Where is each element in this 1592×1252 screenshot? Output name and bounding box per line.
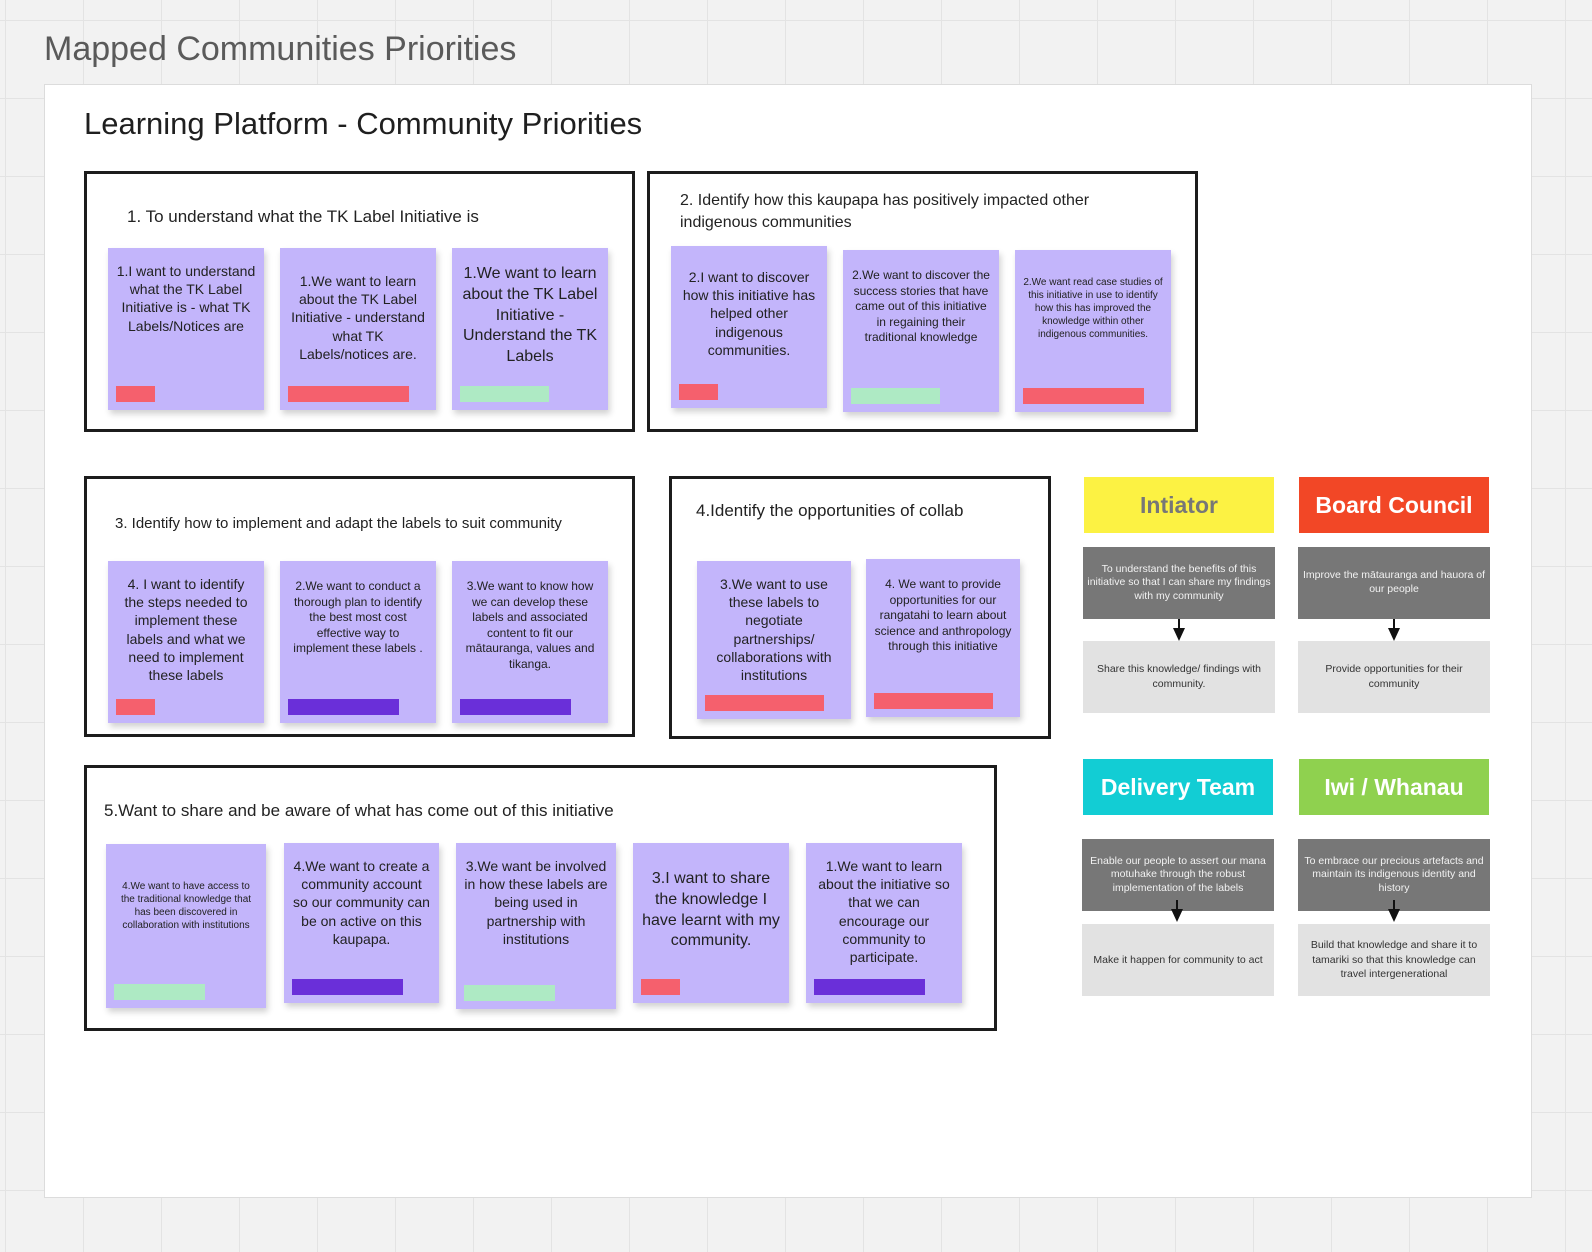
- note-text: 4.We want to create a community account …: [293, 858, 430, 947]
- frame-title: Learning Platform - Community Priorities: [84, 106, 643, 141]
- arrow-down-icon: [1171, 900, 1183, 922]
- note-text: 3.We want to use these labels to negotia…: [716, 576, 832, 683]
- note-text: 1.We want to learn about the initiative …: [818, 858, 950, 965]
- note-text: 3.We want to know how we can develop the…: [465, 579, 595, 671]
- note-text: 4. I want to identify the steps needed t…: [124, 576, 248, 683]
- priority-tag: [814, 979, 925, 995]
- priority-tag: [1023, 388, 1144, 404]
- note-text: 2.We want to conduct a thorough plan to …: [293, 579, 423, 656]
- sticky-note[interactable]: 3.I want to share the knowledge I have l…: [633, 843, 789, 1003]
- persona-initiator-action[interactable]: Share this knowledge/ findings with comm…: [1083, 641, 1275, 713]
- persona-initiator-header[interactable]: Intiator: [1084, 477, 1274, 533]
- sticky-note[interactable]: 3.We want to know how we can develop the…: [452, 561, 608, 723]
- note-text: 2.We want to discover the success storie…: [852, 268, 990, 345]
- persona-delivery-team-header[interactable]: Delivery Team: [1083, 759, 1273, 815]
- priority-tag: [288, 386, 409, 402]
- priority-tag: [641, 979, 680, 995]
- note-text: 2.We want read case studies of this init…: [1023, 277, 1163, 340]
- sticky-note[interactable]: 2.We want to conduct a thorough plan to …: [280, 561, 436, 723]
- sticky-note[interactable]: 1.We want to learn about the TK Label In…: [280, 248, 436, 410]
- sticky-note[interactable]: 4.We want to create a community account …: [284, 843, 439, 1003]
- note-text: 3.We want be involved in how these label…: [464, 858, 608, 947]
- persona-initiator-goal[interactable]: To understand the benefits of this initi…: [1083, 547, 1275, 619]
- sticky-note[interactable]: 1.We want to learn about the initiative …: [806, 843, 962, 1003]
- sticky-note[interactable]: 4.We want to have access to the traditio…: [106, 844, 266, 1008]
- priority-tag: [116, 386, 155, 402]
- note-text: 4. We want to provide opportunities for …: [874, 577, 1012, 654]
- note-text: 1.I want to understand what the TK Label…: [116, 263, 256, 334]
- priority-tag: [464, 985, 555, 1001]
- arrow-down-icon: [1388, 619, 1400, 641]
- board-title: Mapped Communities Priorities: [44, 30, 517, 68]
- sticky-note[interactable]: 4. We want to provide opportunities for …: [866, 559, 1020, 717]
- priority-tag: [292, 979, 403, 995]
- note-text: 4.We want to have access to the traditio…: [120, 881, 252, 931]
- persona-delivery-team-action[interactable]: Make it happen for community to act: [1082, 924, 1274, 996]
- sticky-note[interactable]: 2.We want read case studies of this init…: [1015, 250, 1171, 412]
- arrow-down-icon: [1388, 900, 1400, 922]
- section-title: 2. Identify how this kaupapa has positiv…: [680, 192, 1090, 231]
- persona-board-council-goal[interactable]: Improve the mātauranga and hauora of our…: [1298, 547, 1490, 619]
- sticky-note[interactable]: 1.I want to understand what the TK Label…: [108, 248, 264, 410]
- persona-iwi-whanau-action[interactable]: Build that knowledge and share it to tam…: [1298, 924, 1490, 996]
- priority-tag: [679, 384, 718, 400]
- note-text: 1.We want to learn about the TK Label In…: [291, 273, 425, 362]
- note-text: 3.I want to share the knowledge I have l…: [642, 870, 780, 950]
- sticky-note[interactable]: 4. I want to identify the steps needed t…: [108, 561, 264, 723]
- note-text: 1.We want to learn about the TK Label In…: [462, 265, 598, 366]
- section-title: 1. To understand what the TK Label Initi…: [127, 207, 479, 226]
- persona-board-council-header[interactable]: Board Council: [1299, 477, 1489, 533]
- arrow-down-icon: [1173, 619, 1185, 641]
- priority-tag: [288, 699, 399, 715]
- priority-tag: [116, 699, 155, 715]
- sticky-note[interactable]: 3.We want to use these labels to negotia…: [697, 561, 851, 719]
- persona-delivery-team-goal[interactable]: Enable our people to assert our mana mot…: [1082, 839, 1274, 911]
- sticky-note[interactable]: 2.We want to discover the success storie…: [843, 250, 999, 412]
- note-text: 2.I want to discover how this initiative…: [682, 269, 816, 358]
- section-title: 4.Identify the opportunities of collab: [696, 501, 964, 520]
- section-title: 5.Want to share and be aware of what has…: [104, 801, 614, 820]
- priority-tag: [114, 984, 205, 1000]
- priority-tag: [460, 386, 549, 402]
- sticky-note[interactable]: 2.I want to discover how this initiative…: [671, 246, 827, 408]
- priority-tag: [874, 693, 993, 709]
- priority-tag: [460, 699, 571, 715]
- persona-board-council-action[interactable]: Provide opportunities for their communit…: [1298, 641, 1490, 713]
- sticky-note[interactable]: 3.We want be involved in how these label…: [456, 843, 616, 1009]
- persona-iwi-whanau-goal[interactable]: To embrace our precious artefacts and ma…: [1298, 839, 1490, 911]
- priority-tag: [851, 388, 940, 404]
- section-title: 3. Identify how to implement and adapt t…: [115, 515, 562, 532]
- priority-tag: [705, 695, 824, 711]
- persona-iwi-whanau-header[interactable]: Iwi / Whanau: [1299, 759, 1489, 815]
- sticky-note[interactable]: 1.We want to learn about the TK Label In…: [452, 248, 608, 410]
